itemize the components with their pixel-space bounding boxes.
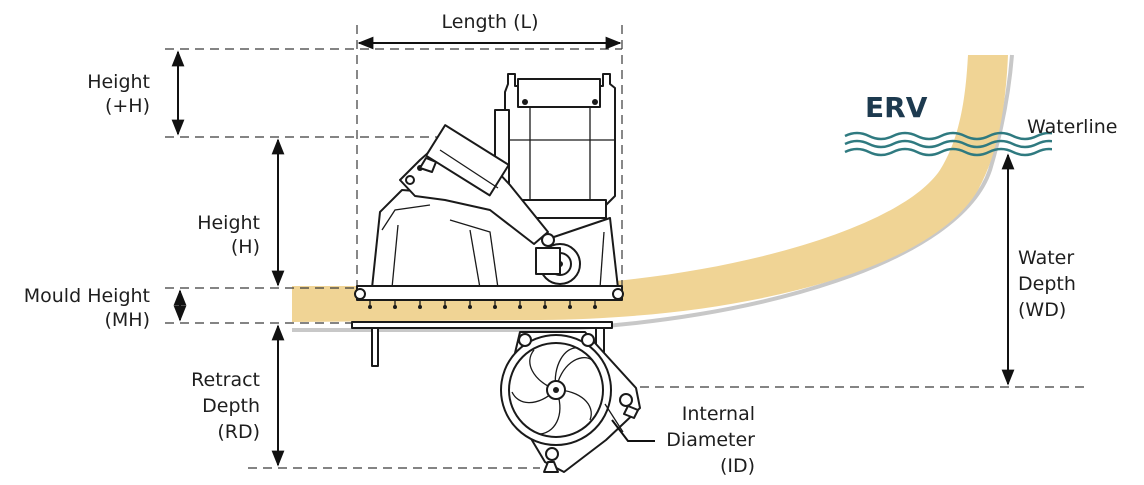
length-label: Length (L): [441, 11, 539, 33]
erv-brand-label: ERV: [865, 91, 928, 124]
retract-depth-label-line1: Retract: [191, 369, 260, 391]
mould-height-label-line2: (MH): [104, 309, 150, 331]
height-label-line2: (H): [230, 236, 260, 258]
water-depth-label-line2: Depth: [1018, 273, 1076, 295]
internal-diameter-label-line2: Diameter: [666, 429, 755, 451]
water-depth-label-line3: (WD): [1018, 299, 1067, 321]
water-depth-label-line1: Water: [1018, 247, 1075, 269]
mould-height-label-line1: Mould Height: [23, 285, 150, 307]
height-label-line1: Height: [197, 212, 260, 234]
thruster-assembly: [351, 73, 641, 473]
retract-depth-label-line3: (RD): [217, 421, 260, 443]
internal-diameter-label-line3: (ID): [719, 455, 755, 477]
height-plus-label-line1: Height: [87, 71, 150, 93]
internal-diameter-label-line1: Internal: [681, 403, 755, 425]
waterline-label: Waterline: [1027, 116, 1118, 138]
internal-diameter-leader: [611, 419, 655, 442]
hull-section: [292, 55, 1008, 322]
hull-outer-skin: [292, 54, 1014, 332]
retract-depth-label-line2: Depth: [202, 395, 260, 417]
height-plus-label-line2: (+H): [104, 95, 150, 117]
